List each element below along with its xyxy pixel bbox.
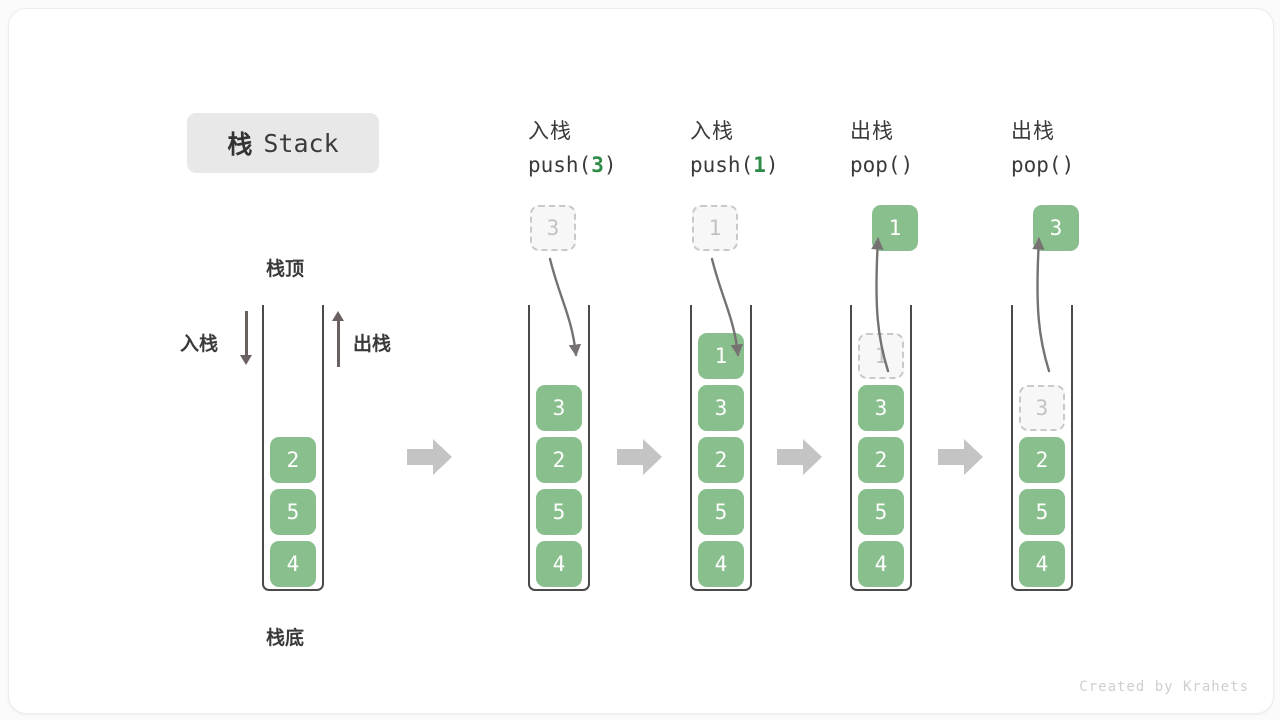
stack-container-step-push-3: 3 2 5 4 xyxy=(528,305,590,591)
stack-cell: 3 xyxy=(536,385,582,431)
floating-element-step-push-1: 1 xyxy=(692,205,738,251)
stack-cell: 4 xyxy=(536,541,582,587)
step-operation-code: push(3) xyxy=(528,153,617,177)
step-header-step-push-1: 入栈 push(1) xyxy=(690,115,779,177)
stack-cell: 3 xyxy=(698,385,744,431)
stack-cell: 5 xyxy=(270,489,316,535)
stack-cell: 2 xyxy=(536,437,582,483)
stack-cell: 4 xyxy=(698,541,744,587)
stack-bottom-label: 栈底 xyxy=(266,628,305,649)
stack-cell: 5 xyxy=(858,489,904,535)
stack-top-label: 栈顶 xyxy=(266,259,305,280)
diagram-card: 栈 Stack 栈顶 入栈 出栈 2 5 4 栈底 入栈 push(3) 3 3 2 5 4 入栈… xyxy=(8,8,1274,714)
stack-cell: 2 xyxy=(270,437,316,483)
overview-stack-container: 2 5 4 xyxy=(262,305,324,591)
floating-element-step-push-3: 3 xyxy=(530,205,576,251)
push-direction-arrow xyxy=(239,311,255,369)
stack-cell: 5 xyxy=(698,489,744,535)
step-header-step-pop-1: 出栈 pop() xyxy=(850,115,913,177)
step-operation-label: 出栈 xyxy=(1011,120,1055,143)
transition-arrow-2 xyxy=(617,437,663,477)
stack-cell: 5 xyxy=(536,489,582,535)
pop-direction-arrow xyxy=(331,311,347,369)
overview-push-label: 入栈 xyxy=(180,334,219,355)
motion-arrow-step-pop-1 xyxy=(871,237,890,373)
stack-cell: 2 xyxy=(858,437,904,483)
figure-title-cn: 栈 xyxy=(227,131,254,159)
figure-title-en: Stack xyxy=(263,128,339,158)
overview-pop-label: 出栈 xyxy=(353,334,392,355)
step-header-step-pop-3: 出栈 pop() xyxy=(1011,115,1074,177)
stack-cell: 2 xyxy=(1019,437,1065,483)
figure-title-badge: 栈 Stack xyxy=(187,113,379,173)
transition-arrow-3 xyxy=(777,437,823,477)
step-header-step-push-3: 入栈 push(3) xyxy=(528,115,617,177)
step-operation-label: 入栈 xyxy=(528,120,572,143)
stack-container-step-pop-3: 2 5 4 3 xyxy=(1011,305,1073,591)
stack-cell: 2 xyxy=(698,437,744,483)
step-operation-code: pop() xyxy=(850,153,914,177)
step-operation-label: 入栈 xyxy=(690,120,734,143)
step-operation-label: 出栈 xyxy=(850,120,894,143)
transition-arrow-4 xyxy=(938,437,984,477)
removed-ghost-cell: 3 xyxy=(1019,385,1065,431)
stack-cell: 3 xyxy=(858,385,904,431)
transition-arrow-1 xyxy=(407,437,453,477)
motion-arrow-step-push-1 xyxy=(710,257,744,357)
stack-cell: 4 xyxy=(270,541,316,587)
stack-cell: 4 xyxy=(858,541,904,587)
motion-arrow-step-pop-3 xyxy=(1032,237,1051,373)
credit-text: Created by Krahets xyxy=(1079,679,1249,695)
motion-arrow-step-push-3 xyxy=(548,257,582,357)
stack-cell: 5 xyxy=(1019,489,1065,535)
step-operation-code: push(1) xyxy=(690,153,779,177)
stack-cell: 4 xyxy=(1019,541,1065,587)
step-operation-code: pop() xyxy=(1011,153,1075,177)
